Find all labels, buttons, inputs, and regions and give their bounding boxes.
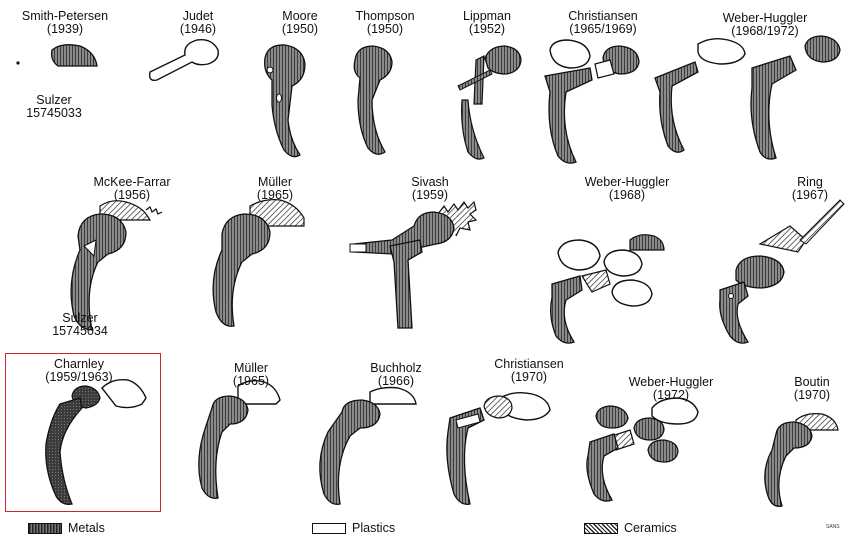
label-muller-1965-row2: Müller (1965) [240,176,310,202]
muller-1965-prosthesis [213,200,304,327]
implant-year: (1965) [216,375,286,388]
christiansen-1965-prosthesis [545,40,639,163]
label-smith-petersen: Smith-Petersen (1939) [10,10,120,36]
label-thompson: Thompson (1950) [340,10,430,36]
sulzer-code: 15745034 [40,325,120,338]
implant-year: (1968/1972) [700,25,830,38]
ring-prosthesis [720,200,844,343]
implant-year: (1939) [10,23,120,36]
sivash-prosthesis [350,202,476,328]
muller-1965-cemented-prosthesis [199,381,280,499]
label-judet: Judet (1946) [168,10,228,36]
label-weber-huggler-1972: Weber-Huggler (1972) [606,376,736,402]
implant-year: (1956) [72,189,192,202]
charnley-highlight-box [5,353,161,512]
legend-metals-label: Metals [68,521,105,535]
sulzer-code: 15745033 [14,107,94,120]
sulzer-note-2: Sulzer 15745034 [40,312,120,338]
implant-year: (1950) [270,23,330,36]
label-sivash: Sivash (1959) [395,176,465,202]
label-weber-huggler-1968: Weber-Huggler (1968) [562,176,692,202]
legend-plastics: Plastics [312,521,395,535]
corner-mark: SANS [826,525,840,530]
christiansen-1970-prosthesis [447,393,550,505]
plastics-swatch [312,523,346,534]
implant-year: (1967) [780,189,840,202]
legend-ceramics: Ceramics [584,521,677,535]
implant-year: (1970) [780,389,844,402]
weber-huggler-1968-1972-prosthesis [655,36,840,159]
implant-year: (1952) [452,23,522,36]
implant-year: (1965) [240,189,310,202]
implant-year: (1965/1969) [548,23,658,36]
label-ring: Ring (1967) [780,176,840,202]
weber-huggler-1968-prosthesis [551,235,664,343]
label-muller-1965-row3: Müller (1965) [216,362,286,388]
legend-metals: Metals [28,521,105,535]
label-buchholz: Buchholz (1966) [356,362,436,388]
lippman-prosthesis [458,46,521,159]
thompson-prosthesis [354,46,392,154]
label-lippman: Lippman (1952) [452,10,522,36]
implant-year: (1968) [562,189,692,202]
metals-swatch [28,523,62,534]
label-mckee-farrar: McKee-Farrar (1956) [72,176,192,202]
buchholz-prosthesis [320,388,416,505]
smith-petersen-cup [16,45,97,66]
implant-year: (1966) [356,375,436,388]
moore-prosthesis [265,45,305,157]
legend-plastics-label: Plastics [352,521,395,535]
implant-year: (1972) [606,389,736,402]
legend-ceramics-label: Ceramics [624,521,677,535]
label-christiansen-1970: Christiansen (1970) [474,358,584,384]
label-moore: Moore (1950) [270,10,330,36]
implant-year: (1970) [474,371,584,384]
implant-year: (1950) [340,23,430,36]
label-christiansen-1965: Christiansen (1965/1969) [548,10,658,36]
implant-year: (1959) [395,189,465,202]
weber-huggler-1972-prosthesis [587,398,698,501]
sulzer-note-1: Sulzer 15745033 [14,94,94,120]
label-boutin: Boutin (1970) [780,376,844,402]
judet-prosthesis [150,40,219,81]
boutin-prosthesis [765,414,838,507]
label-weber-huggler-1968-1972: Weber-Huggler (1968/1972) [700,12,830,38]
implant-year: (1946) [168,23,228,36]
ceramics-swatch [584,523,618,534]
